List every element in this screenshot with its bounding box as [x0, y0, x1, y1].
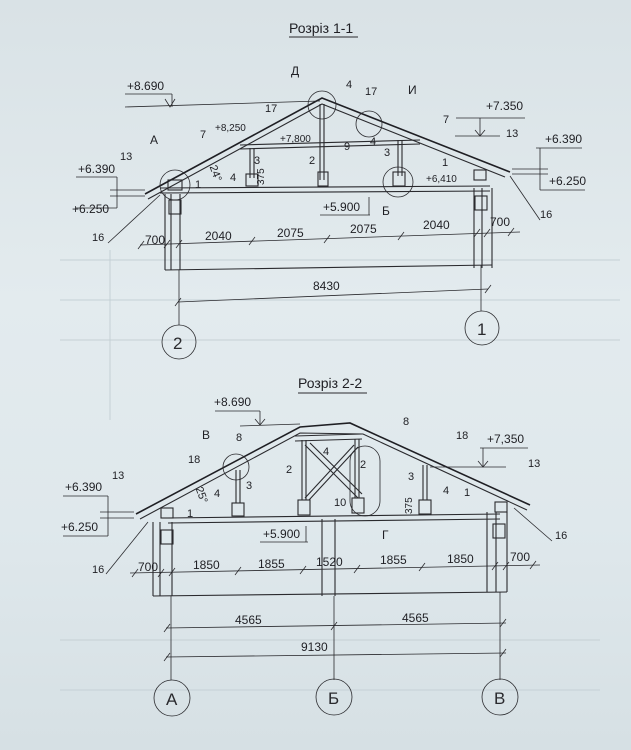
part-label: 1: [195, 179, 201, 191]
part-label: 13: [528, 458, 540, 470]
dimension: 4565: [402, 611, 429, 625]
part-label: 4: [370, 136, 376, 148]
post-height: 375: [404, 497, 415, 514]
dimension: 1855: [380, 553, 407, 567]
dimension: 2075: [350, 222, 377, 236]
axis-label: 2: [173, 334, 182, 353]
dimension: 2040: [423, 218, 450, 232]
part-label: 3: [246, 480, 252, 492]
detail-circle-A: [159, 169, 191, 201]
dimension: 700: [138, 560, 158, 574]
elev-6250-left: +6.250: [72, 202, 109, 216]
elev-7350: +7,350: [487, 432, 524, 446]
dimension: 4565: [235, 613, 262, 627]
axis-bubble-V: [481, 678, 519, 716]
part-label: 18: [188, 454, 200, 466]
part-label: 1: [442, 157, 448, 169]
part-label: 1: [187, 508, 193, 520]
dimension: 1850: [447, 552, 474, 566]
elev-floor: +5.900: [263, 527, 300, 541]
detail-mark-I: И: [408, 83, 417, 97]
part-label: 4: [214, 488, 220, 500]
dimension: 700: [490, 215, 510, 229]
part-label: 8: [403, 416, 409, 428]
section-1-1: Розріз 1-1: [72, 20, 586, 360]
dimension: 1520: [316, 555, 343, 569]
detail-circle-B: [382, 166, 414, 198]
axis-bubble-A: [153, 679, 191, 717]
roof-angle: 24°: [207, 164, 224, 184]
elev-6390-left: +6.390: [78, 162, 115, 176]
part-label: 1: [464, 487, 470, 499]
elev-6390: +6.390: [65, 480, 102, 494]
part-label: 16: [540, 209, 552, 221]
part-label: 13: [112, 470, 124, 482]
dimension: 2075: [277, 226, 304, 240]
detail-mark-D: Д: [291, 64, 299, 78]
part-label: 3: [384, 147, 390, 159]
elev-6250: +6.250: [61, 520, 98, 534]
part-label: 2: [360, 459, 366, 471]
dimension: 700: [510, 550, 530, 564]
elev-ridge: +8.690: [127, 79, 164, 93]
detail-circle-V: [222, 453, 250, 481]
part-label: 13: [506, 128, 518, 140]
axis-bubble-B: [315, 678, 353, 716]
elev-ridge: +8.690: [214, 395, 251, 409]
part-label: 16: [555, 530, 567, 542]
detail-mark-A: А: [150, 133, 158, 147]
axis-label: А: [166, 690, 178, 709]
part-label: 7: [443, 114, 449, 126]
detail-circle-D: [307, 90, 337, 120]
part-label: 2: [286, 464, 292, 476]
post-height: 375: [256, 168, 267, 185]
part-label: 9: [344, 141, 350, 153]
part-label: 16: [92, 232, 104, 244]
dimension: 1855: [258, 557, 285, 571]
section-2-2: Розріз 2-2: [61, 375, 567, 717]
axis-label: Б: [328, 689, 339, 708]
section-1-title: Розріз 1-1: [289, 20, 353, 36]
dimension: 1850: [193, 558, 220, 572]
part-label: 3: [408, 471, 414, 483]
detail-outline-G: [349, 445, 381, 517]
detail-mark-G: Г: [382, 528, 389, 542]
elev-8250: +8,250: [215, 123, 246, 134]
elev-6390-right: +6.390: [545, 132, 582, 146]
part-label: 18: [456, 430, 468, 442]
part-label: 16: [92, 564, 104, 576]
part-label: 4: [230, 172, 236, 184]
part-label: 13: [120, 151, 132, 163]
overall-dimension: 9130: [301, 640, 328, 654]
roof-angle: 25°: [193, 485, 210, 505]
background-ghost-lines: [60, 250, 620, 691]
part-label: 4: [346, 79, 352, 91]
section-2-title: Розріз 2-2: [298, 375, 362, 391]
part-label: 7: [200, 129, 206, 141]
elev-floor: +5.900: [323, 200, 360, 214]
axis-bubble-2: [161, 324, 197, 360]
part-label: 10: [334, 497, 346, 509]
part-label: 17: [265, 103, 277, 115]
elev-7350: +7.350: [486, 99, 523, 113]
detail-circle-I: [355, 110, 383, 138]
part-label: 17: [365, 86, 377, 98]
elev-7800: +7,800: [280, 134, 311, 145]
overall-dimension: 8430: [313, 279, 340, 293]
part-label: 3: [254, 155, 260, 167]
elev-6250-right: +6.250: [549, 174, 586, 188]
axis-bubble-1: [464, 310, 500, 346]
axis-label: В: [494, 689, 505, 708]
part-label: 4: [443, 485, 449, 497]
elev-6410: +6,410: [426, 174, 457, 185]
part-label: 4: [323, 446, 329, 458]
dimension: 700: [145, 233, 165, 247]
detail-mark-B: Б: [382, 204, 390, 218]
dimension: 2040: [205, 229, 232, 243]
part-label: 2: [309, 155, 315, 167]
detail-mark-V: В: [202, 428, 210, 442]
part-label: 8: [236, 432, 242, 444]
axis-label: 1: [477, 320, 486, 339]
